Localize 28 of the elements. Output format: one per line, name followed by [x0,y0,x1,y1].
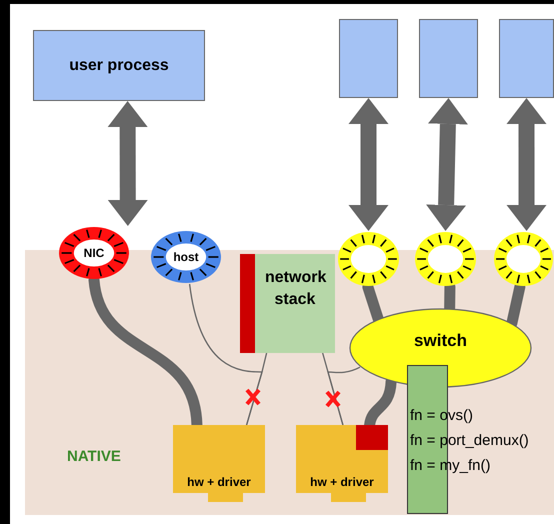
driver-card [296,425,388,502]
card-label: hw + driver [187,474,251,490]
card-label: hw + driver [310,474,374,490]
switch-ellipse [349,308,532,388]
port-ring [150,230,222,284]
double-arrow [426,98,468,231]
box-label: user process [69,56,169,76]
switch-label: switch [414,330,467,352]
double-arrow [348,98,388,231]
process-box [339,19,398,98]
port-ring [58,226,130,280]
kernel-panel [25,250,554,515]
double-arrow [108,101,148,226]
process-box [499,19,554,98]
connector [246,352,268,426]
panel-label: NATIVE [67,447,121,467]
port-label: host [173,249,199,266]
process-box [419,19,478,98]
port-ring [337,231,400,287]
double-arrow [506,98,547,231]
driver-card [173,425,265,502]
box-label: network stack [265,268,325,310]
port-ring [414,231,477,287]
port-label: NIC [84,245,104,262]
connector [327,366,360,426]
stack-box [240,254,335,353]
port-ring [493,231,554,287]
process-box [33,30,205,101]
